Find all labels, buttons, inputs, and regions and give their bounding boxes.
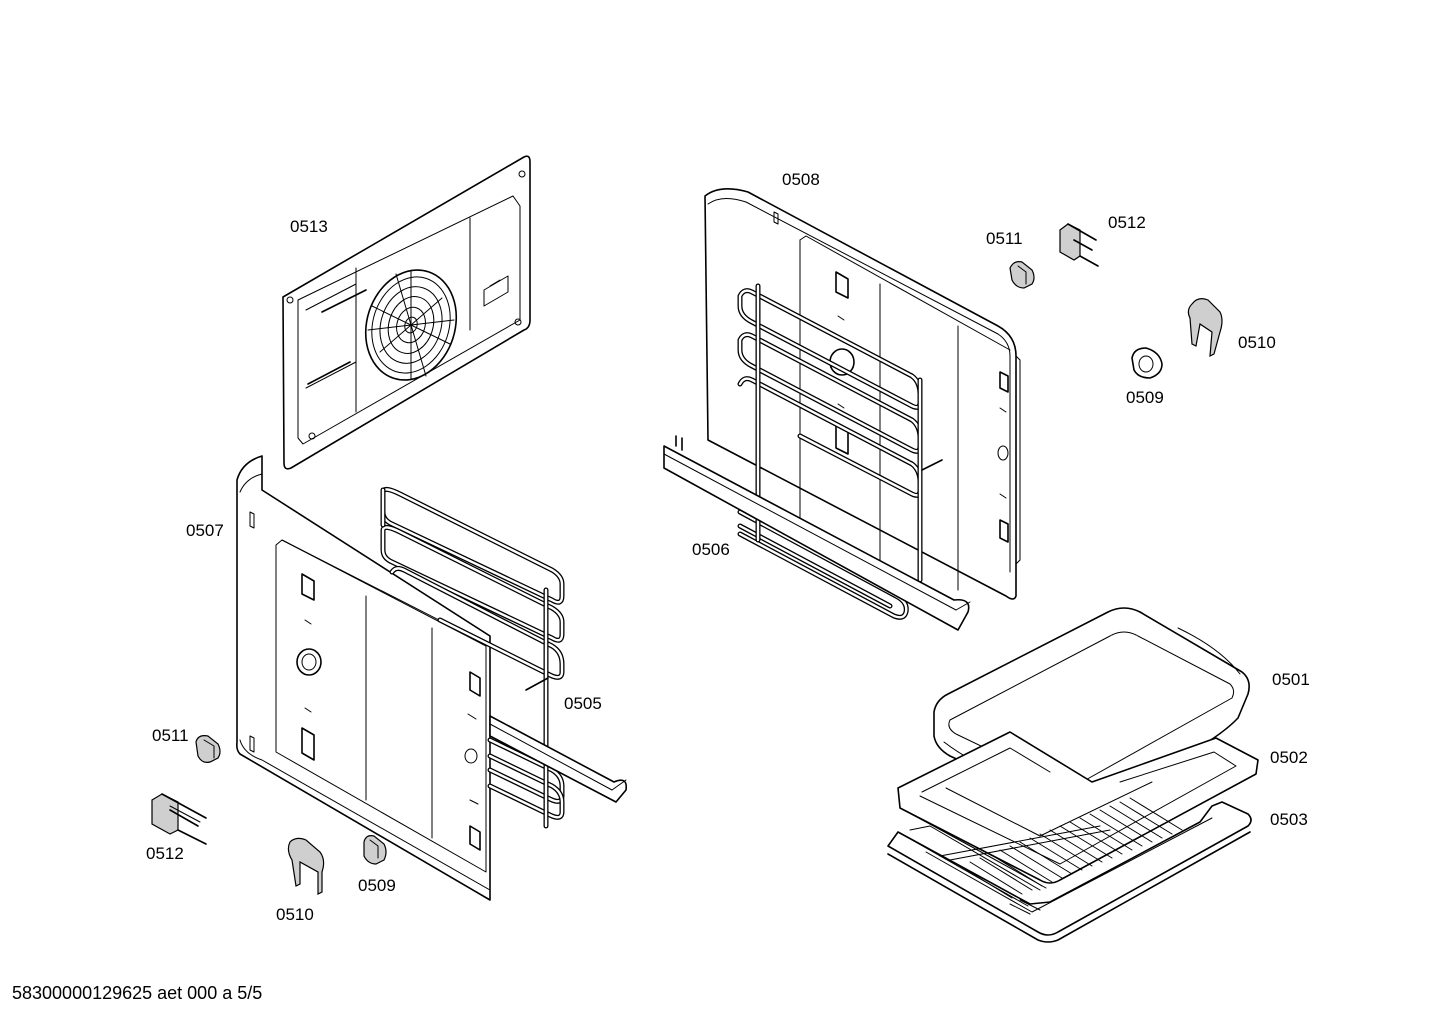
- part-label-0512-left: 0512: [146, 844, 184, 863]
- part-label-0512-right: 0512: [1108, 213, 1146, 232]
- part-label-0508: 0508: [782, 170, 820, 189]
- baking-tray-0502: [897, 731, 1259, 889]
- plug-0509-right: [1131, 347, 1163, 379]
- fan-grille: [364, 269, 458, 381]
- wire-grid-0503: [887, 797, 1252, 943]
- part-label-0505: 0505: [564, 694, 602, 713]
- side-panel-0507: [236, 455, 491, 901]
- part-label-0510-left: 0510: [276, 905, 314, 924]
- rack-rail: [489, 715, 628, 803]
- plug-0509-left: [363, 835, 387, 865]
- oven-rack-0505: [380, 486, 628, 829]
- part-label-0506: 0506: [692, 540, 730, 559]
- rack-rail: [663, 435, 971, 631]
- part-label-0501: 0501: [1272, 670, 1310, 689]
- hinge-0510-right: [1187, 298, 1223, 358]
- clip-0511-right: [1009, 261, 1035, 289]
- clip-0511-left: [195, 735, 221, 763]
- part-label-0502: 0502: [1270, 748, 1308, 767]
- part-label-0511-right: 0511: [986, 229, 1023, 248]
- bracket-0512-right: [1059, 223, 1099, 267]
- part-label-0503: 0503: [1270, 810, 1308, 829]
- back-panel-0513: [282, 155, 531, 470]
- hinge-0510-left: [287, 837, 325, 895]
- part-label-0511-left: 0511: [152, 726, 189, 745]
- part-label-0509-right: 0509: [1126, 388, 1164, 407]
- bracket-0512-left: [151, 793, 207, 845]
- oven-rack-0506: [663, 283, 971, 631]
- part-label-0509-left: 0509: [358, 876, 396, 895]
- part-label-0507: 0507: [186, 521, 224, 540]
- part-label-0513: 0513: [290, 217, 328, 236]
- part-label-0510-right: 0510: [1238, 333, 1276, 352]
- document-footer-id: 58300000129625 aet 000 a 5/5: [12, 983, 263, 1003]
